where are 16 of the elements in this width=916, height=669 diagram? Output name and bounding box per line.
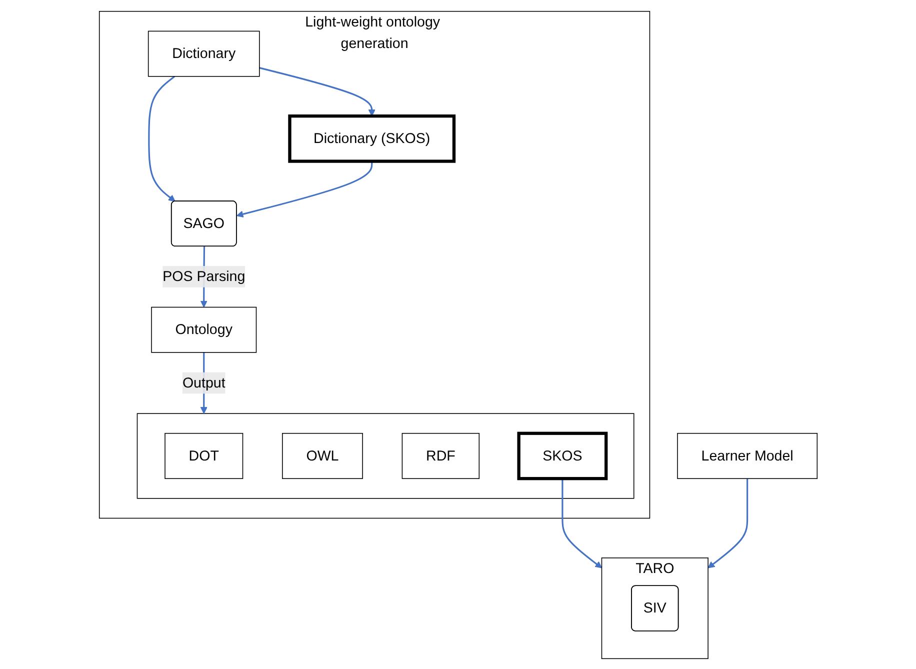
arrow bbox=[707, 478, 748, 568]
arrow bbox=[236, 160, 372, 218]
arrow bbox=[258, 66, 376, 116]
node-box: Learner Model bbox=[676, 432, 818, 478]
edge-label: Output bbox=[182, 374, 226, 390]
node-box: Dictionary (SKOS) bbox=[288, 114, 456, 162]
node-box: Dictionary bbox=[148, 30, 260, 76]
cluster bbox=[136, 412, 634, 498]
node-box: OWL bbox=[282, 432, 363, 478]
arrow bbox=[148, 75, 176, 202]
edge-label: POS Parsing bbox=[162, 268, 245, 284]
arrow bbox=[561, 478, 602, 568]
node-box: SKOS bbox=[516, 431, 608, 480]
node-box: Ontology bbox=[150, 306, 256, 352]
node-box: DOT bbox=[164, 432, 243, 478]
node-box: RDF bbox=[402, 432, 480, 478]
